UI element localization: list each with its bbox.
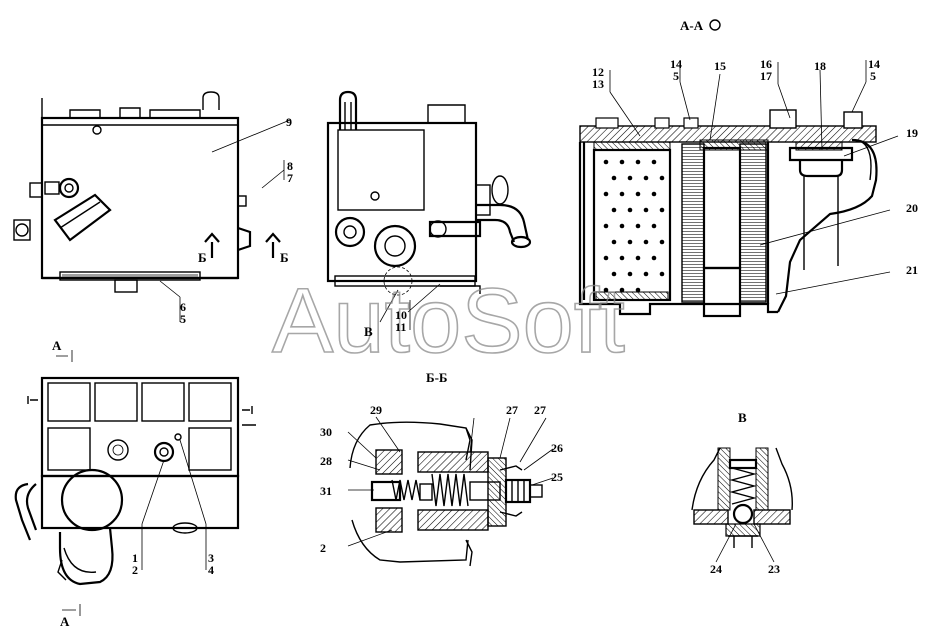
detail-v <box>691 447 793 548</box>
callout-26: 27 <box>534 403 546 417</box>
view-mark-a-bottom: А <box>60 614 70 629</box>
callout-10: 10 <box>395 308 407 322</box>
view-marks: А А Б Б В <box>52 250 373 629</box>
callout-6: 6 <box>180 300 186 314</box>
callout-12: 12 <box>592 65 604 79</box>
callout-14b: 14 <box>868 57 880 71</box>
section-title-v: В <box>738 410 747 425</box>
section-aa <box>578 19 878 318</box>
callout-24: 25 <box>551 470 563 484</box>
view-mark-v: В <box>364 324 373 339</box>
callout-11: 11 <box>395 320 406 334</box>
callout-5a: 5 <box>180 312 186 326</box>
callout-19: 19 <box>906 126 918 140</box>
callout-15: 15 <box>714 59 726 73</box>
callout-7: 7 <box>287 171 293 185</box>
callout-16: 16 <box>760 57 772 71</box>
top-view <box>14 376 256 586</box>
callout-27a: 27 <box>506 403 518 417</box>
callout-9: 9 <box>286 115 292 129</box>
section-titles: А-А Б-Б В <box>426 18 747 425</box>
callout-13: 13 <box>592 77 604 91</box>
watermark: AutoSoft <box>272 270 625 372</box>
callout-23: 24 <box>710 562 722 576</box>
callout-2: 2 <box>132 563 138 577</box>
leader-lines <box>56 60 899 616</box>
callout-4: 4 <box>208 563 214 577</box>
callout-27b: 28 <box>320 454 332 468</box>
callout-30: 31 <box>320 484 332 498</box>
callout-28: 29 <box>370 403 382 417</box>
callout-labels: 9 8 7 6 5 10 11 12 13 14 5 15 16 17 18 1… <box>132 57 918 577</box>
view-mark-b-left: Б <box>198 250 207 265</box>
perforation-holes <box>603 159 665 293</box>
callout-18: 18 <box>814 59 826 73</box>
callout-5b: 5 <box>673 69 679 83</box>
callout-21: 21 <box>906 263 918 277</box>
callout-22: 23 <box>768 562 780 576</box>
callout-17: 17 <box>760 69 772 83</box>
view-mark-a-top: А <box>52 338 62 353</box>
callout-8: 8 <box>287 159 293 173</box>
section-title-aa: А-А <box>680 18 704 33</box>
view-mark-b-right: Б <box>280 250 289 265</box>
callout-5c: 5 <box>870 69 876 83</box>
callout-25: 26 <box>551 441 563 455</box>
callout-1: 1 <box>132 551 138 565</box>
callout-20: 20 <box>906 201 918 215</box>
callout-3: 3 <box>208 551 214 565</box>
section-title-bb: Б-Б <box>426 370 448 385</box>
side-view <box>326 90 532 296</box>
front-view <box>13 91 281 293</box>
callout-31: 2 <box>320 541 326 555</box>
section-bb <box>349 421 543 567</box>
callout-29: 30 <box>320 425 332 439</box>
callout-14a: 14 <box>670 57 682 71</box>
